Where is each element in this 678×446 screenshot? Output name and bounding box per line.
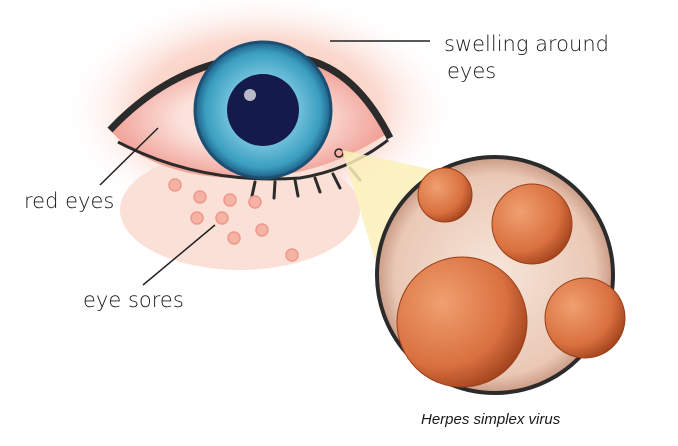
- pupil: [227, 74, 299, 146]
- virus-particles: [396, 167, 626, 388]
- eye-sores: [168, 178, 299, 262]
- label-eye-sores: eye sores: [83, 288, 184, 312]
- label-swelling-line2: eyes: [447, 59, 497, 83]
- lower-lid-swelling: [120, 150, 360, 270]
- caption-herpes-simplex-virus: Herpes simplex virus: [421, 411, 561, 428]
- label-red-eyes: red eyes: [24, 189, 115, 213]
- label-swelling: swelling around: [444, 32, 609, 56]
- pupil-highlight: [244, 89, 256, 101]
- leader-lines: [99, 40, 430, 286]
